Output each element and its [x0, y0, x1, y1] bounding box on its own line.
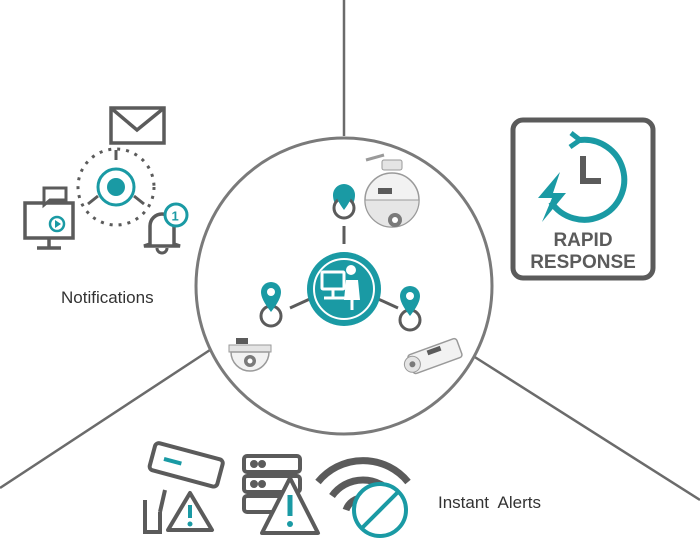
map-pin-icon: [259, 282, 283, 328]
divider-left: [0, 346, 214, 490]
bell-icon: 1: [143, 202, 189, 255]
bullet-camera-icon: [403, 337, 463, 375]
operator-icon: [307, 252, 381, 326]
broadcast-icon: [76, 147, 156, 227]
cctv-warning-icon: [143, 441, 225, 534]
map-pin-icon: [332, 184, 356, 220]
instant-alerts-label: Instant Alerts: [438, 493, 541, 512]
divider-lines: [0, 0, 700, 502]
map-pin-icon: [398, 286, 422, 332]
server-warning-icon: [242, 454, 320, 535]
badge-line2: RESPONSE: [530, 252, 636, 273]
divider-right: [469, 352, 700, 502]
svg-text:1: 1: [172, 209, 179, 224]
ptz-camera-icon: UNV: [364, 153, 420, 228]
stopwatch-lightning-icon: [538, 131, 628, 223]
envelope-icon: [109, 106, 166, 145]
hub-connectors: [289, 226, 399, 310]
notifications-label: Notifications: [61, 288, 154, 307]
badge-line1: RAPID: [553, 230, 612, 251]
svg-text:UNV: UNV: [379, 189, 390, 195]
rapid-response-badge: RAPID RESPONSE: [510, 117, 656, 281]
monitor-play-icon: [23, 186, 75, 250]
dome-camera-icon: [228, 338, 272, 372]
wifi-off-icon: [315, 457, 411, 538]
